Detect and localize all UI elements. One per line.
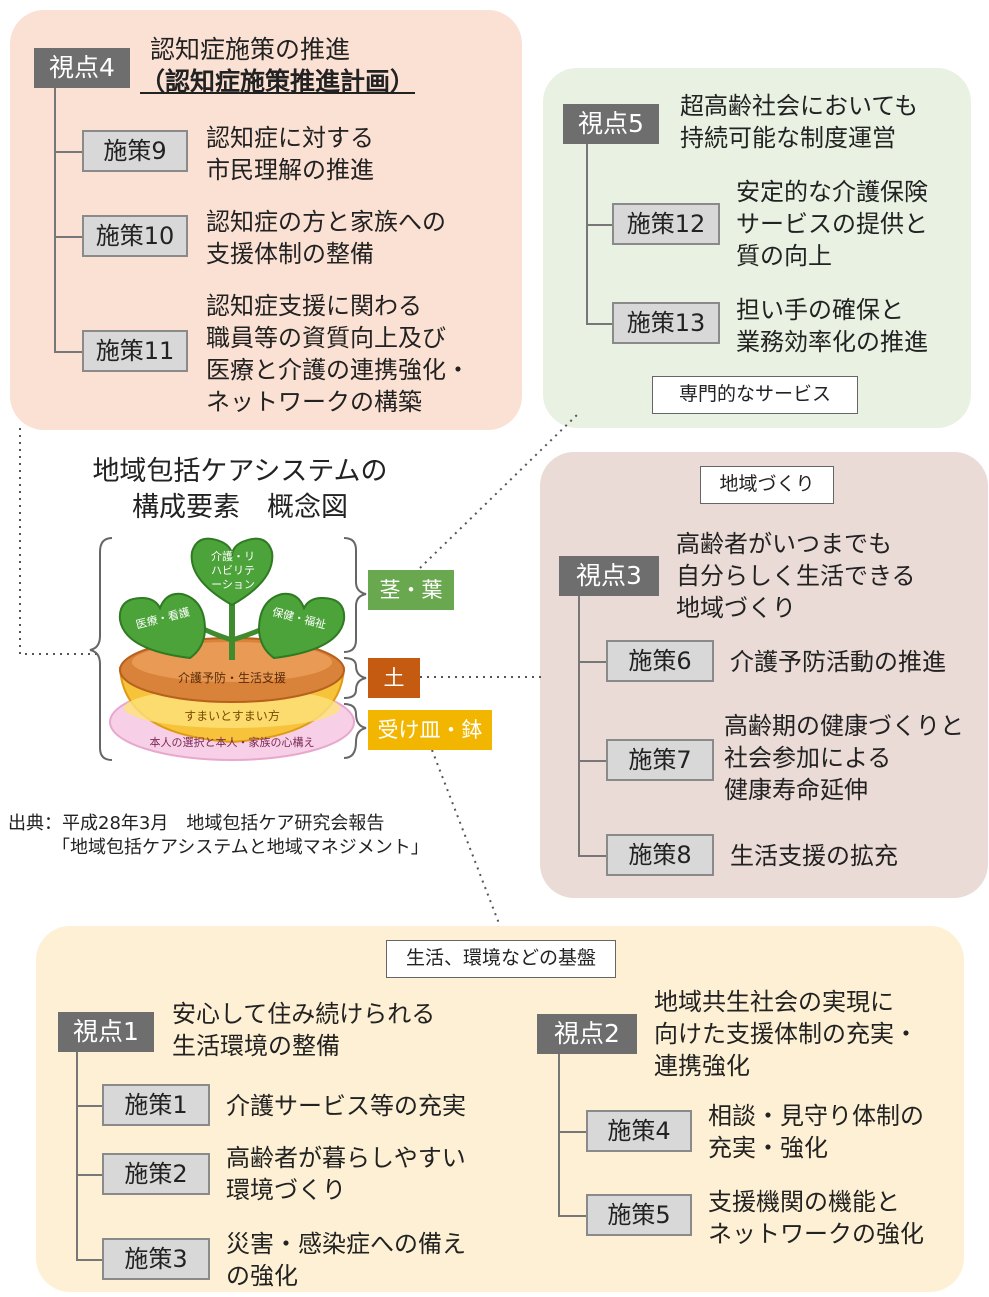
connector <box>76 1105 104 1107</box>
measure11-text: 認知症支援に関わる 職員等の資質向上及び 医療と介護の連携強化・ ネットワークの… <box>206 292 470 416</box>
measure12-label: 施策12 <box>612 203 720 245</box>
viewpoint4-subtitle: （認知症施策推進計画） <box>140 67 416 96</box>
connector <box>54 351 84 353</box>
measure12-text: 安定的な介護保険 サービスの提供と 質の向上 <box>736 178 928 270</box>
dish-label: 本人の選択と本人・家族の心構え <box>149 736 315 749</box>
right-brace-stem <box>343 537 367 653</box>
viewpoint3-label: 視点3 <box>559 556 659 596</box>
connector <box>578 855 608 857</box>
measure2-text: 高齢者が暮らしやすい 環境づくり <box>226 1144 466 1204</box>
measure6-text: 介護予防活動の推進 <box>730 648 946 676</box>
leaf-right-label: 保健・福祉 <box>270 605 328 632</box>
viewpoint5-title: 超高齢社会においても 持続可能な制度運営 <box>680 92 919 152</box>
viewpoint1-tree-trunk <box>76 1052 78 1260</box>
leaf-center-label: 介護・リハビリテーション <box>211 550 255 591</box>
viewpoint4-tree-trunk <box>54 88 56 352</box>
measure6-label: 施策6 <box>606 640 714 682</box>
viewpoint1-label: 視点1 <box>58 1012 154 1052</box>
source-line-1: 出典：平成28年3月 地域包括ケア研究会報告 <box>8 813 385 834</box>
measure2-label: 施策2 <box>102 1153 210 1195</box>
viewpoint2-label: 視点2 <box>537 1014 637 1054</box>
measure1-text: 介護サービス等の充実 <box>226 1092 466 1120</box>
connector <box>558 1131 588 1133</box>
left-brace <box>89 537 113 761</box>
connector <box>586 224 614 226</box>
connector <box>578 760 608 762</box>
viewpoint3-title: 高齢者がいつまでも 自分らしく生活できる 地域づくり <box>676 530 916 622</box>
measure3-text: 災害・感染症への備え の強化 <box>226 1230 466 1290</box>
measure4-text: 相談・見守り体制の 充実・強化 <box>708 1102 924 1162</box>
measure10-label: 施策10 <box>82 215 188 257</box>
viewpoint2-tree-trunk <box>558 1054 560 1216</box>
bowl-chip: 受け皿・鉢 <box>368 710 492 750</box>
viewpoint4-label: 視点4 <box>34 48 130 88</box>
measure9-label: 施策9 <box>82 130 188 172</box>
connector <box>558 1215 588 1217</box>
leaf-left-label: 医療・看護 <box>134 605 192 632</box>
measure4-label: 施策4 <box>586 1110 692 1152</box>
viewpoint5-tree-trunk <box>586 144 588 324</box>
source-line-2: 「地域包括ケアシステムと地域マネジメント」 <box>52 837 429 858</box>
measure13-label: 施策13 <box>612 302 720 344</box>
measure10-text: 認知症の方と家族への 支援体制の整備 <box>206 208 446 268</box>
measure1-label: 施策1 <box>102 1084 210 1126</box>
measure5-label: 施策5 <box>586 1194 692 1236</box>
connector <box>578 661 608 663</box>
right-brace-soil <box>343 657 367 699</box>
measure13-text: 担い手の確保と 業務効率化の推進 <box>736 296 928 356</box>
connector <box>54 151 84 153</box>
viewpoint5-label: 視点5 <box>563 104 659 144</box>
measure5-text: 支援機関の機能と ネットワークの強化 <box>708 1188 924 1248</box>
soil-chip: 土 <box>368 658 420 698</box>
connector <box>586 323 614 325</box>
measure7-text: 高齢期の健康づくりと 社会参加による 健康寿命延伸 <box>724 712 964 804</box>
viewpoint4-title: 認知症施策の推進 <box>150 35 351 64</box>
measure9-text: 認知症に対する 市民理解の推進 <box>206 124 374 184</box>
bowl-label: すまいとすまい方 <box>184 709 280 723</box>
measure3-label: 施策3 <box>102 1238 210 1280</box>
measure8-label: 施策8 <box>606 834 714 876</box>
measure8-text: 生活支援の拡充 <box>730 842 898 870</box>
measure7-label: 施策7 <box>606 739 714 781</box>
connector <box>54 236 84 238</box>
measure11-label: 施策11 <box>82 330 188 372</box>
connector <box>76 1259 104 1261</box>
foundation-tag: 生活、環境などの基盤 <box>386 940 616 978</box>
viewpoint2-title: 地域共生社会の実現に 向けた支援体制の充実・ 連携強化 <box>654 988 918 1080</box>
viewpoint1-title: 安心して住み続けられる 生活環境の整備 <box>172 1000 436 1060</box>
right-brace-bowl <box>343 703 367 759</box>
viewpoint3-tree-trunk <box>578 596 580 856</box>
soil-label: 介護予防・生活支援 <box>177 671 286 685</box>
specialized-services-tag: 専門的なサービス <box>652 376 858 414</box>
community-building-tag: 地域づくり <box>700 466 834 504</box>
dotted-connector <box>431 749 501 927</box>
connector <box>76 1174 104 1176</box>
stem-leaf-chip: 茎・葉 <box>368 570 454 610</box>
concept-title: 地域包括ケアシステムの 構成要素 概念図 <box>92 456 388 523</box>
